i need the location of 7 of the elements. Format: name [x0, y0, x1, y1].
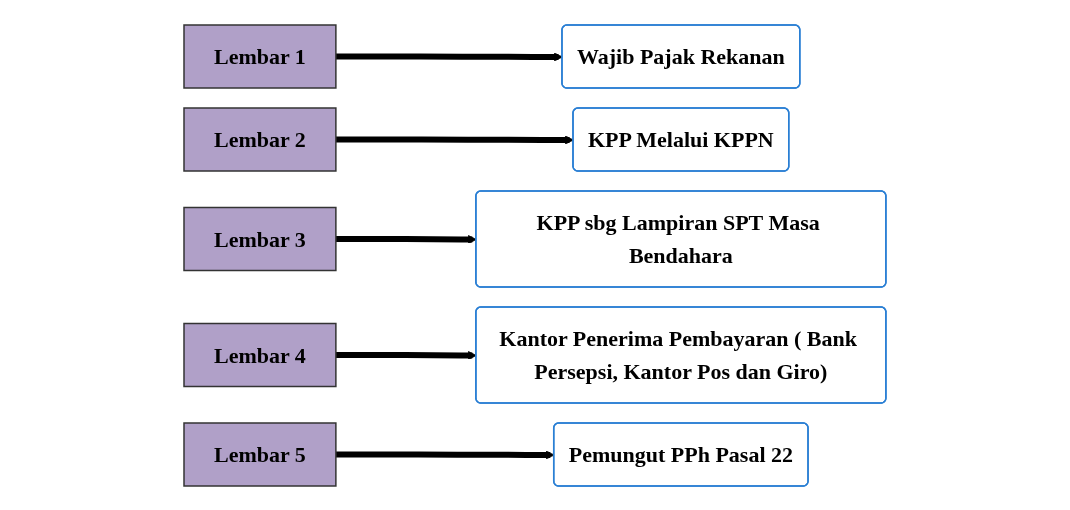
- node-box: Lembar 2: [183, 106, 337, 172]
- arrow: [335, 52, 563, 61]
- node-box: Lembar 3: [183, 206, 337, 271]
- node-box: Lembar 1: [183, 23, 337, 89]
- arrow: [335, 135, 574, 144]
- node-box: Lembar 4: [183, 322, 337, 387]
- node-box: Lembar 5: [183, 421, 337, 487]
